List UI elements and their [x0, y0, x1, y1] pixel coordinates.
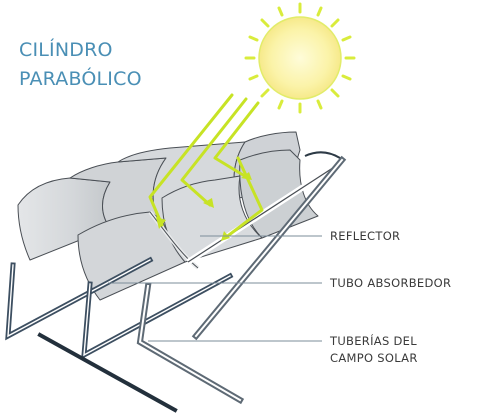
sun-icon [244, 2, 356, 114]
title-line-2: PARABÓLICO [19, 68, 142, 90]
title-line-1: CILÍNDRO [19, 39, 113, 61]
light-rays [148, 93, 264, 241]
reflector-mirrors [17, 131, 319, 301]
leader-lines [108, 235, 322, 342]
absorber-tube-label: TUBO ABSORBEDOR [330, 276, 452, 290]
diagram-title: CILÍNDRO PARABÓLICO [19, 36, 142, 94]
solar-field-pipes-label-line-1: TUBERÍAS DEL [330, 334, 417, 348]
reflector-label: REFLECTOR [330, 229, 401, 243]
solar-field-pipes [5, 155, 347, 413]
solar-field-pipes-label: TUBERÍAS DEL CAMPO SOLAR [330, 333, 418, 367]
solar-field-pipes-label-line-2: CAMPO SOLAR [330, 351, 418, 365]
absorber-tube [186, 151, 347, 265]
